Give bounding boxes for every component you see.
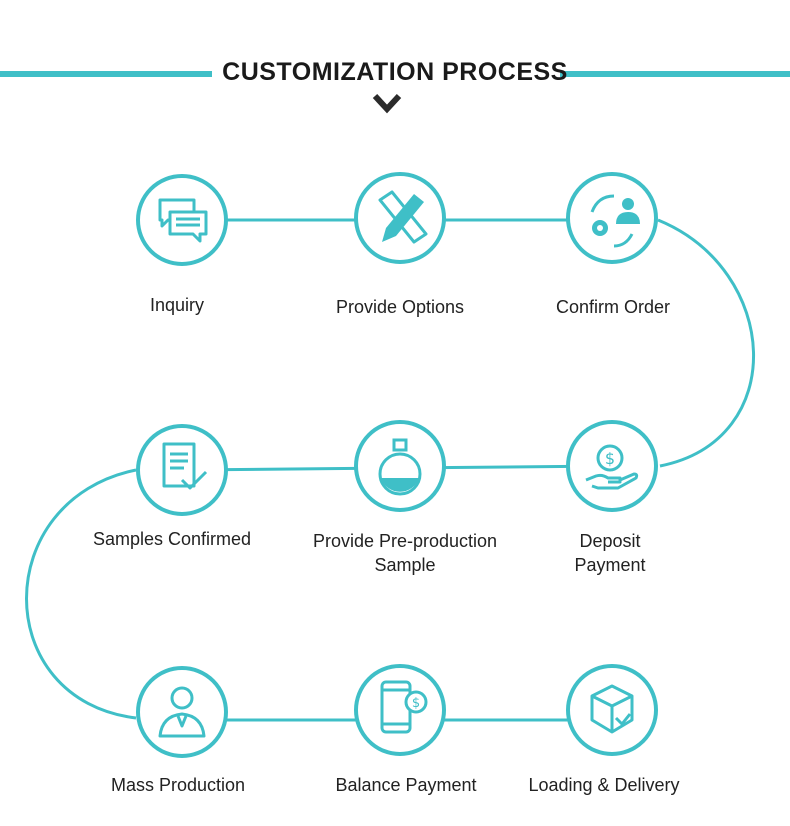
worker-icon	[158, 686, 206, 738]
phone-dollar-icon: $	[380, 680, 428, 734]
pencil-ruler-icon	[378, 190, 428, 244]
step-loading-delivery-node	[566, 664, 658, 756]
step-confirm-order-node	[566, 172, 658, 264]
step-confirm-order-label: Confirm Order	[555, 297, 671, 317]
step-mass-production-label: Mass Production	[110, 775, 246, 795]
person-gear-cycle-icon	[590, 194, 640, 248]
header-line-right	[560, 71, 790, 77]
step-deposit-payment-node: $	[566, 420, 658, 512]
page-title: CUSTOMIZATION PROCESS	[222, 58, 568, 86]
step-inquiry-node	[136, 174, 228, 266]
step-provide-options-label: Provide Options	[335, 297, 465, 317]
step-pre-production-sample-node	[354, 420, 446, 512]
box-check-icon	[590, 684, 634, 734]
chat-bubbles-icon	[158, 198, 208, 243]
step-balance-payment-label: Balance Payment	[335, 775, 477, 795]
step-provide-options-node	[354, 172, 446, 264]
chevron-down-icon	[372, 93, 402, 114]
header-line-left	[0, 71, 212, 77]
step-samples-confirmed-label: Samples Confirmed	[92, 529, 252, 549]
step-samples-confirmed-node	[136, 424, 228, 516]
document-check-icon	[162, 442, 208, 490]
step-loading-delivery-label: Loading & Delivery	[528, 775, 680, 795]
svg-text:$: $	[605, 449, 615, 468]
svg-text:$: $	[412, 696, 420, 711]
hand-dollar-coin-icon: $	[585, 444, 639, 490]
step-mass-production-node	[136, 666, 228, 758]
step-pre-production-sample-label: Provide Pre-production Sample	[312, 531, 498, 575]
step-inquiry-label: Inquiry	[149, 295, 205, 315]
step-balance-payment-node: $	[354, 664, 446, 756]
perfume-bottle-icon	[378, 438, 422, 496]
step-deposit-payment-label: Deposit Payment	[574, 531, 646, 575]
